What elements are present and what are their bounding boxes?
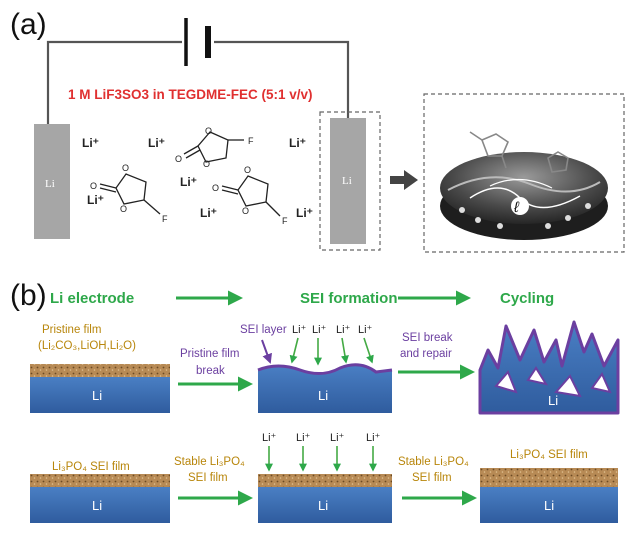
li-ion: Li⁺ <box>296 432 311 444</box>
pristine-film-break-label: Pristine film <box>180 348 239 360</box>
fec-o-atom: O <box>244 165 251 175</box>
cathode-electrode <box>330 118 366 244</box>
li3po4-film-layer-left <box>30 474 170 487</box>
li-ion: Li⁺ <box>289 136 306 150</box>
fec-o-atom: O <box>242 206 249 216</box>
cathode-label: Li <box>342 175 352 187</box>
pristine-film-break-label-2: break <box>196 365 225 377</box>
li-block-label: Li <box>318 498 328 513</box>
sei-layer-label: SEI layer <box>240 324 287 336</box>
li-ion: Li⁺ <box>292 324 307 336</box>
fec-o-atom: O <box>175 154 182 164</box>
panel-b-label: (b) <box>10 279 47 312</box>
li-ion: Li⁺ <box>200 206 217 220</box>
battery-icon <box>184 18 211 66</box>
stage-title-cycling: Cycling <box>500 290 554 307</box>
li-ion: Li⁺ <box>262 432 277 444</box>
cathode-highlight-box <box>319 111 381 251</box>
li-ion: Li⁺ <box>180 175 197 189</box>
li-ion: Li⁺ <box>82 136 99 150</box>
ion-arrows-row1 <box>289 337 374 366</box>
fec-o-atom: O <box>120 204 127 214</box>
zoom-arrow-icon <box>390 170 418 190</box>
li3po4-film-label-right: Li₃PO₄ SEI film <box>510 449 588 461</box>
anode-electrode <box>34 124 70 239</box>
li-ions-row1: Li⁺ Li⁺ Li⁺ Li⁺ <box>292 324 373 336</box>
li-block-row1-left <box>30 377 170 413</box>
stable-film-label-1b: SEI film <box>188 472 228 484</box>
zoom-e-marker: ℓ <box>513 199 520 216</box>
li-block-label: Li <box>548 393 558 408</box>
sei-break-repair-label-2: and repair <box>400 348 452 360</box>
fec-f-atom: F <box>162 214 168 224</box>
li-ion: Li⁺ <box>296 206 313 220</box>
li-ion: Li⁺ <box>330 432 345 444</box>
li-ions-panel-a: Li⁺ Li⁺ Li⁺ Li⁺ Li⁺ Li⁺ Li⁺ <box>82 136 313 220</box>
li-block-row1-mid <box>258 364 392 413</box>
fec-o-atom: O <box>90 181 97 191</box>
pristine-film-layer <box>30 364 170 377</box>
fec-molecule <box>183 131 244 163</box>
ion-arrows-row2 <box>265 446 377 472</box>
li-ions-row2: Li⁺ Li⁺ Li⁺ Li⁺ <box>262 432 381 444</box>
dendrite-structure <box>478 320 620 415</box>
li-ion: Li⁺ <box>87 193 104 207</box>
fec-o-atom: O <box>122 163 129 173</box>
sei-surface-illustration: ℓ <box>440 131 608 240</box>
li3po4-film-layer-mid <box>258 474 392 487</box>
pristine-film-composition: (Li₂CO₃,LiOH,Li₂O) <box>38 340 136 352</box>
fec-f-atom: F <box>248 136 254 146</box>
stable-film-label-2: Stable Li₃PO₄ <box>398 456 469 468</box>
li-block-row2-mid <box>258 487 392 523</box>
fec-o-atom: O <box>212 183 219 193</box>
li-block-label: Li <box>544 498 554 513</box>
electrolyte-label: 1 M LiF3SO3 in TEGDME-FEC (5:1 v/v) <box>68 87 313 102</box>
sei-break-repair-label: SEI break <box>402 332 453 344</box>
li-ion: Li⁺ <box>312 324 327 336</box>
li-block-row2-left <box>30 487 170 523</box>
li3po4-film-label-left: Li₃PO₄ SEI film <box>52 461 130 473</box>
li-block-row2-right <box>480 487 618 523</box>
anode-label: Li <box>45 178 55 190</box>
li-block-label: Li <box>92 498 102 513</box>
stage-title-li-electrode: Li electrode <box>50 290 134 307</box>
li-ion: Li⁺ <box>148 136 165 150</box>
li-block-label: Li <box>92 388 102 403</box>
pristine-film-label: Pristine film <box>42 324 101 336</box>
fec-molecule <box>99 173 161 215</box>
external-circuit <box>46 40 350 124</box>
li-block-label: Li <box>318 388 328 403</box>
li-ion: Li⁺ <box>336 324 351 336</box>
li-ion: Li⁺ <box>358 324 373 336</box>
stage-title-sei-formation: SEI formation <box>300 290 398 307</box>
zoom-box <box>423 93 625 253</box>
li3po4-film-layer-right <box>480 468 618 487</box>
panel-a-label: (a) <box>10 8 47 41</box>
stable-film-label-2b: SEI film <box>412 472 452 484</box>
fec-o-atom: O <box>203 159 210 169</box>
stable-film-label-1: Stable Li₃PO₄ <box>174 456 245 468</box>
fec-molecule <box>221 175 281 217</box>
sei-layer-line <box>257 363 393 375</box>
fec-f-atom: F <box>282 216 288 226</box>
li-ion: Li⁺ <box>366 432 381 444</box>
fec-o-atom: O <box>205 126 212 136</box>
sei-layer-pointer <box>261 339 272 364</box>
